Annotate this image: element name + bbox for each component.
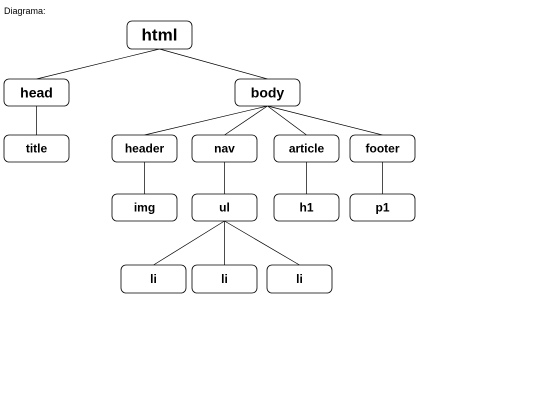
diagram-caption: Diagrama: — [4, 6, 46, 16]
node-title-box — [3, 134, 70, 163]
node-article: article — [273, 134, 340, 163]
edge-html-to-head — [36, 48, 160, 80]
node-ul-label: ul — [219, 201, 230, 215]
node-header: header — [111, 134, 178, 163]
node-body-box — [234, 78, 301, 107]
node-p1-box — [349, 193, 416, 222]
node-title-label: title — [26, 142, 48, 156]
edge-ul-to-li_1 — [153, 220, 225, 266]
node-nav: nav — [191, 134, 258, 163]
node-head-label: head — [20, 85, 53, 101]
edge-ul-to-li_3 — [224, 220, 300, 266]
node-body-label: body — [251, 85, 285, 101]
node-ul-box — [191, 193, 258, 222]
node-html-box — [126, 20, 193, 50]
node-footer-box — [349, 134, 416, 163]
node-html: html — [126, 20, 193, 50]
node-footer-label: footer — [366, 142, 400, 156]
node-img: img — [111, 193, 178, 222]
node-footer: footer — [349, 134, 416, 163]
node-h1-label: h1 — [299, 201, 313, 215]
node-h1-box — [273, 193, 340, 222]
node-li-2-label: li — [221, 272, 228, 286]
node-title: title — [3, 134, 70, 163]
node-li-2-box — [191, 264, 258, 294]
edge-body-to-header — [144, 105, 268, 136]
node-nav-label: nav — [214, 142, 235, 156]
node-li-3: li — [266, 264, 333, 294]
node-li-3-label: li — [296, 272, 303, 286]
node-header-label: header — [125, 142, 165, 156]
node-img-label: img — [134, 201, 155, 215]
node-li-2: li — [191, 264, 258, 294]
node-img-box — [111, 193, 178, 222]
node-p1-label: p1 — [375, 201, 389, 215]
edge-html-to-body — [159, 48, 268, 80]
node-ul: ul — [191, 193, 258, 222]
node-head-box — [3, 78, 70, 107]
node-li-1: li — [120, 264, 187, 294]
edge-body-to-nav — [224, 105, 268, 136]
edge-body-to-article — [267, 105, 307, 136]
node-article-box — [273, 134, 340, 163]
node-p1: p1 — [349, 193, 416, 222]
node-header-box — [111, 134, 178, 163]
node-head: head — [3, 78, 70, 107]
node-nav-box — [191, 134, 258, 163]
edge-body-to-footer — [267, 105, 383, 136]
node-body: body — [234, 78, 301, 107]
node-li-3-box — [266, 264, 333, 294]
node-li-1-label: li — [150, 272, 157, 286]
node-article-label: article — [289, 142, 325, 156]
node-li-1-box — [120, 264, 187, 294]
tree-edges — [36, 48, 383, 266]
node-html-label: html — [142, 26, 178, 45]
node-h1: h1 — [273, 193, 340, 222]
